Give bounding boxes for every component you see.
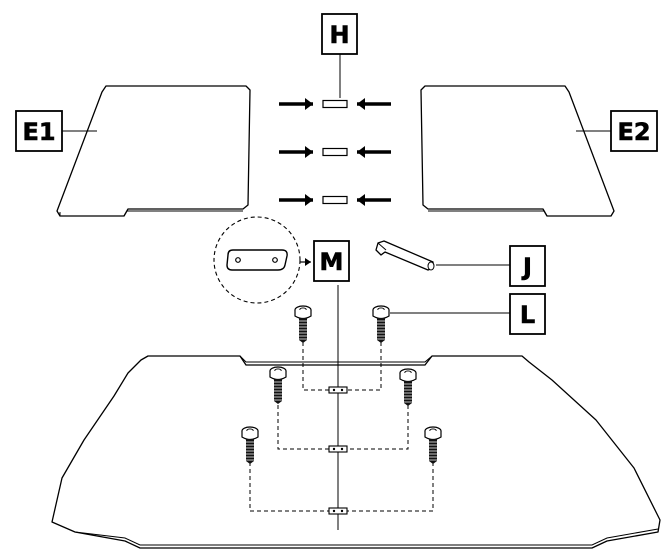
pin-row-3 xyxy=(277,192,393,208)
bracket-detail-circle xyxy=(213,216,311,304)
bracket-1 xyxy=(328,386,348,394)
label-e1: E1 xyxy=(15,110,63,152)
label-l: L xyxy=(509,293,546,335)
panel-e1 xyxy=(56,85,251,217)
svg-text:E1: E1 xyxy=(22,118,55,146)
pin-row-1 xyxy=(277,96,393,112)
label-h: H xyxy=(321,13,358,55)
label-j: J xyxy=(509,245,546,287)
screw-top-right xyxy=(372,305,390,344)
guide-lines xyxy=(249,342,434,512)
bracket-3 xyxy=(328,507,348,515)
svg-text:E2: E2 xyxy=(617,118,650,146)
svg-text:J: J xyxy=(521,253,532,281)
base-plate xyxy=(51,355,661,549)
leader-lines xyxy=(62,54,611,314)
label-m: M xyxy=(313,240,350,282)
label-e2: E2 xyxy=(610,110,658,152)
svg-text:H: H xyxy=(329,21,349,49)
pin-row-2 xyxy=(277,144,393,160)
panel-e2 xyxy=(420,85,615,217)
svg-text:L: L xyxy=(520,301,535,329)
screw-top-left xyxy=(294,305,312,344)
bracket-2 xyxy=(328,445,348,453)
svg-text:M: M xyxy=(320,248,344,276)
hex-key xyxy=(375,240,435,271)
